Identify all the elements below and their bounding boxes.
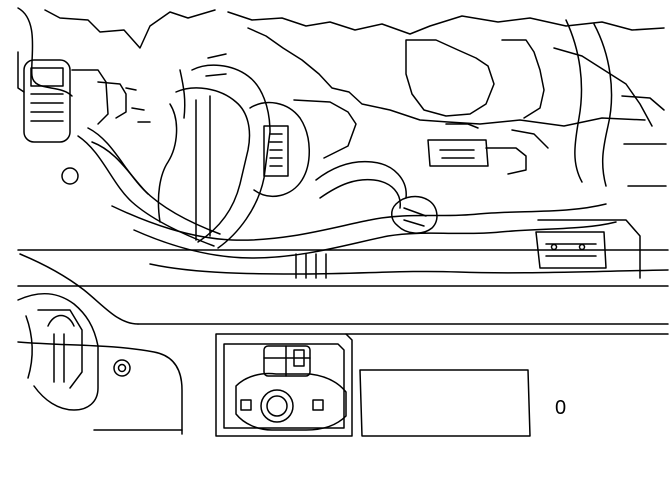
left-bracket [97, 81, 127, 119]
upper-engine-outline [553, 47, 653, 127]
detail-stroke [511, 129, 549, 149]
center-fitting [235, 372, 347, 431]
left-bracket [71, 69, 109, 125]
detail-stroke [125, 87, 151, 123]
main-hose [111, 203, 607, 241]
detail-stroke [621, 95, 665, 111]
connector-block [23, 59, 71, 143]
throttle-body [293, 99, 357, 159]
lower-panel [215, 333, 353, 437]
upper-engine-outline [593, 23, 613, 187]
left-lower-bracket [25, 315, 34, 379]
left-lower-bracket [53, 333, 65, 383]
center-intake-duct [195, 95, 211, 241]
center-intake-duct [191, 64, 271, 249]
body-line [295, 253, 327, 279]
left-lower-bracket [37, 309, 83, 389]
center-intake-duct [157, 103, 178, 223]
center-intake-duct [175, 87, 251, 243]
right-bracket-bolt [578, 243, 586, 251]
left-hose [77, 135, 215, 247]
left-lower-bracket [17, 292, 99, 411]
left-lower-bolt [113, 359, 131, 377]
connector-block [30, 67, 64, 87]
right-bracket [535, 231, 607, 269]
throttle-body [249, 101, 310, 198]
left-bolt [61, 167, 79, 185]
detail-stroke [205, 53, 227, 77]
body-line [149, 263, 669, 275]
left-lower-bracket [47, 314, 75, 327]
main-hose [319, 178, 401, 209]
upper-engine-outline [247, 27, 646, 127]
throttle-body [263, 125, 289, 177]
center-fitting-hole [260, 389, 294, 423]
left-lower-bolt [117, 363, 127, 373]
hose-clamp [403, 207, 427, 227]
center-fitting-square [240, 399, 252, 411]
lower-panel [359, 369, 531, 437]
connector-block [30, 93, 64, 122]
body-line [19, 253, 139, 325]
left-hose [91, 141, 149, 195]
center-fitting [263, 345, 311, 377]
detail-stroke [445, 123, 479, 129]
upper-engine-outline [405, 39, 495, 117]
upper-engine-outline [227, 11, 665, 35]
lower-panel [223, 343, 345, 429]
main-hose [315, 160, 407, 199]
main-hose [133, 221, 617, 259]
center-fitting [263, 345, 311, 377]
upper-engine-outline [17, 7, 73, 97]
center-fitting-square [312, 399, 324, 411]
upper-engine-outline [501, 39, 545, 119]
lower-panel [17, 341, 183, 435]
right-bracket [537, 219, 641, 279]
upper-engine-outline [44, 9, 216, 49]
hose-clamp [391, 195, 438, 234]
center-fitting-hole [266, 395, 288, 417]
center-fitting [293, 349, 305, 367]
valve-module [439, 149, 475, 159]
upper-engine-outline [565, 19, 583, 183]
valve-module [485, 147, 527, 175]
right-bracket-bolt [550, 243, 558, 251]
left-bracket [17, 51, 25, 93]
center-intake-duct [179, 69, 186, 119]
valve-module [427, 139, 489, 167]
drawing-label: 0 [555, 397, 567, 419]
throttle-body [269, 133, 283, 167]
